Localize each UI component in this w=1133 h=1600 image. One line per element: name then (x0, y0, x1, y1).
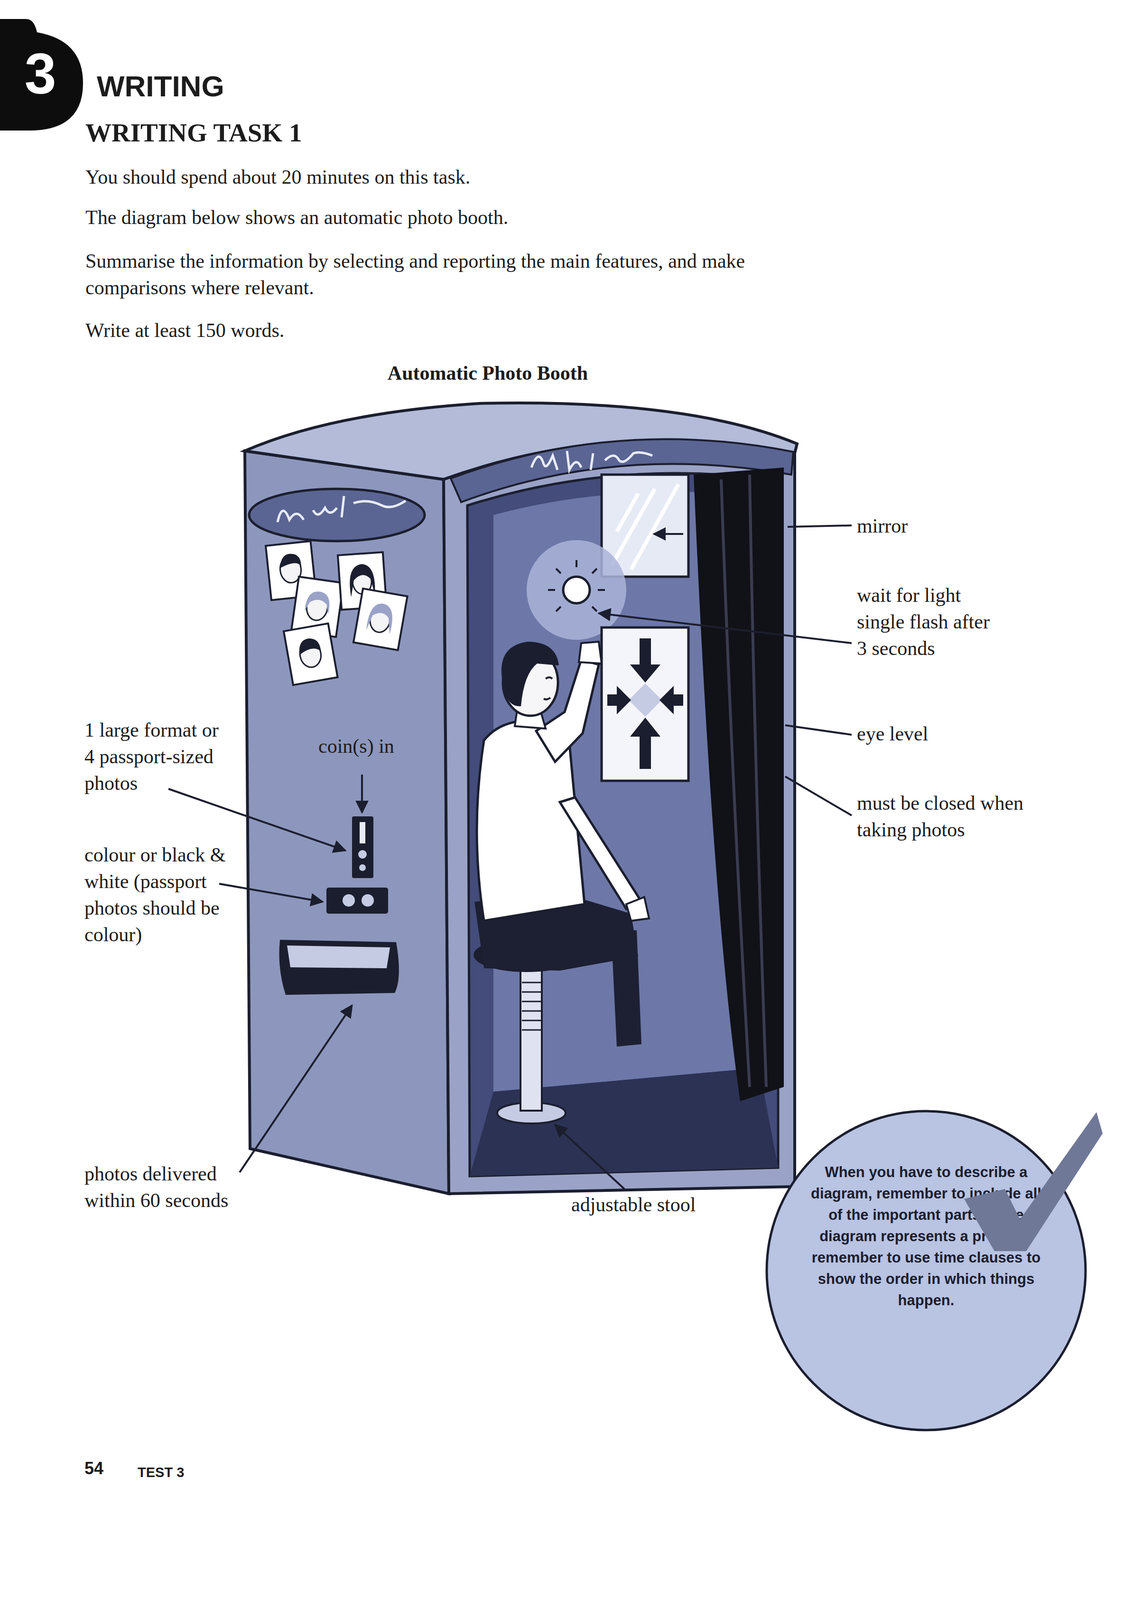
part-label: mirror (856, 512, 1071, 539)
section-heading: WRITING (96, 67, 429, 105)
section-badge-shape (0, 18, 84, 131)
booth-floor (469, 1067, 779, 1176)
part-label: must be closed when taking photos (856, 789, 1033, 843)
coin-button (359, 863, 366, 871)
target-arrow (630, 717, 661, 769)
leader-line (239, 1004, 353, 1172)
curtain-folds (721, 474, 767, 1087)
tip-circle: When you have to describe a diagram, rem… (764, 1108, 1088, 1432)
coin-panel (352, 816, 374, 878)
instruction-text: You should spend about 20 minutes on thi… (85, 163, 940, 191)
person-shin (611, 929, 642, 1047)
test-name: TEST 3 (137, 1458, 257, 1486)
photo-hair (297, 636, 322, 655)
leader-line (168, 788, 346, 851)
person-face (543, 677, 553, 700)
light-glow (526, 539, 627, 640)
leader-line (785, 776, 852, 816)
stool-pole (520, 967, 542, 1111)
part-label: wait for light single flash after 3 seco… (856, 581, 997, 662)
colour-button (342, 893, 355, 907)
sample-photo (283, 623, 338, 686)
photo-hair (365, 601, 395, 634)
diagram-title: Automatic Photo Booth (297, 359, 678, 387)
photo-tray (279, 939, 400, 995)
instruction-text: Summarise the information by selecting a… (85, 247, 826, 301)
leader-line (598, 612, 852, 643)
booth-front (443, 440, 795, 1194)
bw-button (361, 893, 374, 907)
part-label: eye level (856, 720, 1071, 747)
leader-line (361, 774, 363, 813)
coin-button (358, 849, 367, 859)
part-label: coin(s) in (318, 732, 461, 760)
sample-photos (265, 540, 408, 685)
part-label: colour or black & white (passport photos… (84, 841, 227, 948)
light-bulb (563, 576, 590, 604)
eye-level-panel (601, 627, 689, 781)
leader-line (653, 532, 684, 535)
photo-frame (283, 623, 338, 686)
instruction-text: The diagram below shows an automatic pho… (85, 204, 940, 231)
target-arrow (659, 685, 684, 715)
part-label: photos delivered within 60 seconds (84, 1160, 237, 1214)
part-label: adjustable stool (571, 1190, 785, 1218)
leader-line (785, 724, 852, 735)
person-shirt (476, 720, 585, 921)
page-number: 54 (84, 1454, 142, 1482)
leader-line (787, 525, 852, 527)
tray-opening (287, 945, 391, 968)
person-hand (626, 896, 650, 921)
target-arrow (630, 638, 661, 683)
coin-slot (359, 821, 366, 844)
person-lower-arm (559, 797, 642, 909)
person-hair (501, 641, 559, 706)
tip-circle-shape (766, 1110, 1086, 1430)
sign-scribble (531, 450, 653, 470)
photo-hair (278, 552, 302, 568)
target-centre (628, 683, 662, 717)
instruction-text: Write at least 150 words. (85, 316, 940, 344)
part-label: 1 large format or 4 passport-sized photo… (84, 716, 227, 797)
side-sign-scribble (277, 495, 406, 522)
leader-line (219, 883, 323, 902)
light-rays (547, 559, 605, 612)
button-panel (326, 887, 389, 914)
task-heading: WRITING TASK 1 (85, 116, 513, 149)
side-sign (249, 488, 425, 541)
mirror-shine (612, 483, 679, 570)
leader-line (555, 1124, 625, 1189)
leader-lines (168, 525, 852, 1189)
photo-hair (304, 589, 332, 615)
section-badge: 3 (0, 18, 84, 131)
tip-text: When you have to describe a diagram, rem… (807, 1160, 1045, 1311)
badge-number: 3 (4, 33, 76, 114)
photo-frame (353, 588, 408, 651)
stool-spring (521, 982, 541, 1030)
booth-side (244, 450, 449, 1194)
person-fist (578, 641, 602, 664)
target-arrow (607, 685, 632, 715)
sample-photo (353, 588, 408, 651)
curtain (693, 467, 784, 1101)
